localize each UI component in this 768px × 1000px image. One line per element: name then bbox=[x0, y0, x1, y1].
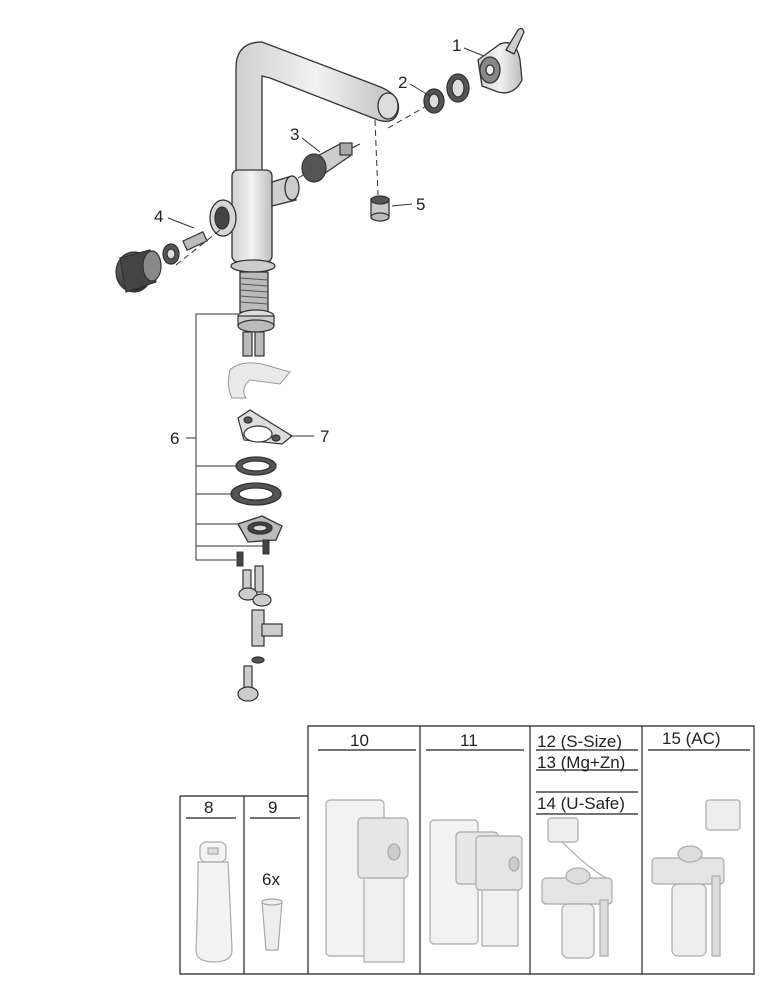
panel-10-label: 10 bbox=[350, 731, 369, 750]
aerator bbox=[370, 195, 390, 222]
callout-4: 4 bbox=[154, 207, 163, 226]
panel-8-label: 8 bbox=[204, 798, 213, 817]
supply-hoses bbox=[242, 331, 265, 357]
lower-fittings bbox=[237, 565, 283, 702]
panel-9-quantity: 6x bbox=[262, 870, 280, 889]
filter-cup-illustration bbox=[261, 898, 283, 951]
washers bbox=[230, 456, 283, 543]
glass-bottle-illustration bbox=[195, 841, 233, 963]
handle-lever bbox=[477, 27, 525, 94]
filter-system-illustration bbox=[541, 817, 613, 959]
callout-6: 6 bbox=[170, 429, 179, 448]
accessory-labels: 8 9 10 11 12 (S-Size) 13 (Mg+Zn) 14 (U-S… bbox=[204, 729, 721, 889]
mounting-bracket bbox=[237, 409, 294, 445]
panel-12-label: 12 (S-Size) bbox=[537, 732, 622, 751]
panel-11-label: 11 bbox=[460, 731, 478, 750]
ac-filter-system-illustration bbox=[651, 799, 741, 957]
panel-9-label: 9 bbox=[268, 798, 277, 817]
callout-7: 7 bbox=[320, 427, 329, 446]
screws bbox=[236, 539, 270, 567]
panel-14-label: 14 (U-Safe) bbox=[537, 794, 625, 813]
soda-dispenser-illustration bbox=[325, 799, 409, 963]
callout-2: 2 bbox=[398, 73, 407, 92]
panel-13-label: 13 (Mg+Zn) bbox=[537, 753, 625, 772]
callout-leaders bbox=[167, 47, 485, 561]
lock-nut bbox=[237, 309, 275, 333]
dual-dispenser-illustration bbox=[429, 819, 523, 947]
cover-rings bbox=[423, 73, 470, 114]
side-knob bbox=[115, 231, 208, 293]
callout-labels: 1 2 3 4 5 6 7 bbox=[154, 36, 461, 448]
callout-1: 1 bbox=[452, 36, 461, 55]
base-gasket bbox=[227, 362, 291, 399]
panel-15-label: 15 (AC) bbox=[662, 729, 721, 748]
accessory-grid bbox=[179, 725, 755, 975]
cartridge bbox=[301, 142, 361, 183]
threaded-shank-lines bbox=[239, 277, 269, 305]
callout-3: 3 bbox=[290, 125, 299, 144]
callout-5: 5 bbox=[416, 195, 425, 214]
axis-lines bbox=[175, 103, 431, 266]
